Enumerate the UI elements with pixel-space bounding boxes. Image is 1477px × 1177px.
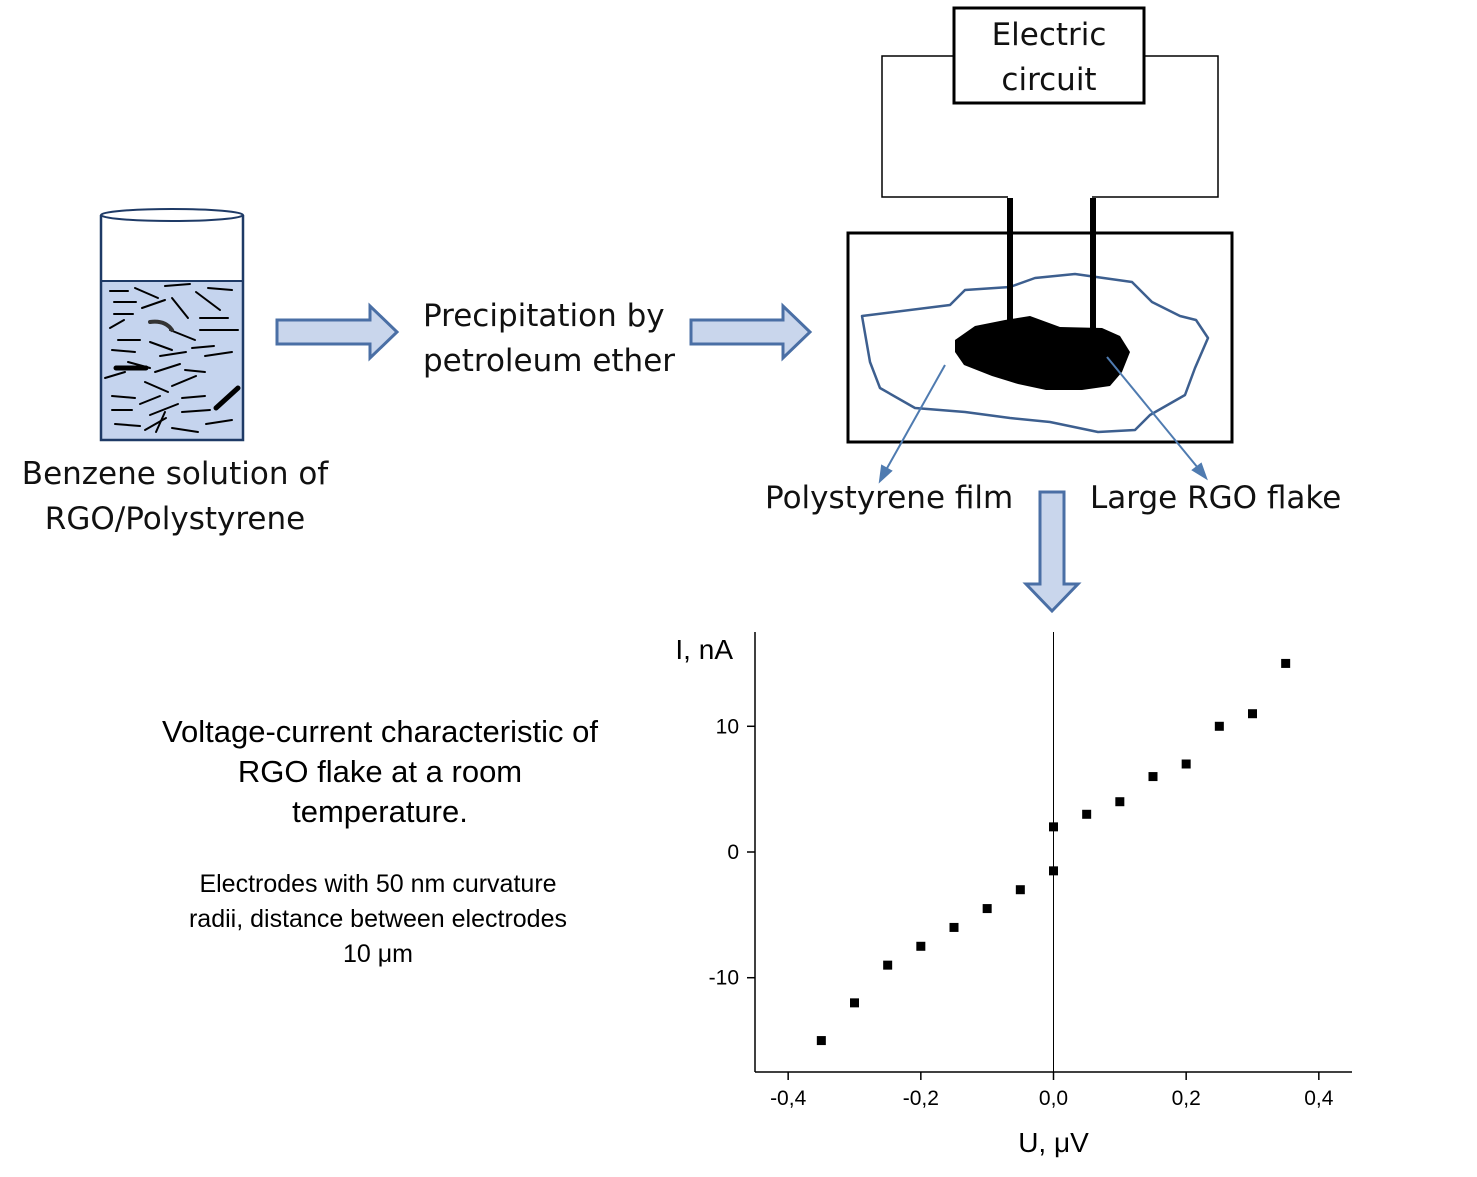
x-tick-label: 0,2 bbox=[1172, 1087, 1201, 1110]
data-point bbox=[883, 960, 893, 970]
y-tick-label: 0 bbox=[727, 841, 739, 864]
chart-axes bbox=[754, 632, 1352, 1073]
data-point bbox=[816, 1036, 826, 1046]
data-point bbox=[982, 904, 992, 914]
process-step-line-2: petroleum ether bbox=[423, 343, 676, 379]
data-point bbox=[916, 941, 926, 951]
electric-circuit-box bbox=[952, 6, 1146, 105]
x-tick-label: 0,4 bbox=[1304, 1087, 1334, 1110]
data-point bbox=[949, 922, 959, 932]
chart-note-line-2: radii, distance between electrodes bbox=[188, 905, 567, 933]
data-point bbox=[850, 998, 859, 1008]
pointer-lines bbox=[878, 356, 1208, 484]
chart-title-line-3: temperature. bbox=[292, 794, 468, 829]
data-point bbox=[1248, 709, 1257, 719]
beaker-caption: Benzene solution of RGO/Polystyrene bbox=[10, 452, 340, 542]
electric-circuit-line-1: Electric bbox=[991, 17, 1107, 53]
arrow-right-2 bbox=[689, 302, 813, 362]
data-point bbox=[1015, 885, 1025, 895]
chart-ticks: -0,4 -0,2 0,0 0,2 0,4 -10 0 10 I, nA U, μV bbox=[675, 634, 1333, 1158]
data-point bbox=[1214, 721, 1224, 731]
beaker bbox=[99, 208, 245, 442]
electrodes bbox=[1007, 198, 1096, 330]
electric-circuit-line-2: circuit bbox=[1001, 62, 1097, 98]
chart-points bbox=[816, 658, 1291, 1046]
x-tick-label: 0,0 bbox=[1039, 1087, 1068, 1110]
data-point bbox=[1181, 759, 1191, 769]
polystyrene-film bbox=[860, 272, 1210, 434]
data-point bbox=[1115, 797, 1125, 807]
arrow-right-1 bbox=[275, 302, 400, 362]
beaker-caption-line-1: Benzene solution of bbox=[21, 456, 329, 492]
data-point bbox=[1049, 866, 1058, 876]
x-axis-label: U, μV bbox=[1018, 1127, 1089, 1158]
data-point bbox=[1281, 658, 1291, 668]
beaker-solution bbox=[101, 281, 243, 440]
beaker-wall bbox=[99, 215, 245, 442]
electric-circuit-label: Electric circuit bbox=[954, 13, 1144, 103]
chart-title-line-2: RGO flake at a room bbox=[237, 754, 523, 789]
y-tick-label: -10 bbox=[709, 967, 739, 990]
chart-title: Voltage-current characteristic of RGO fl… bbox=[120, 712, 640, 832]
rgo-thick-particles bbox=[113, 319, 241, 411]
large-rgo-flake-label: Large RGO flake bbox=[1090, 480, 1342, 516]
beaker-caption-line-2: RGO/Polystyrene bbox=[44, 501, 306, 537]
chart-note-line-1: Electrodes with 50 nm curvature bbox=[199, 870, 557, 898]
process-step-label: Precipitation by petroleum ether bbox=[423, 294, 675, 384]
data-point bbox=[1049, 822, 1058, 832]
arrow-down bbox=[1022, 490, 1082, 614]
data-point bbox=[1082, 809, 1092, 819]
x-tick-label: -0,4 bbox=[770, 1087, 807, 1110]
circuit-wires bbox=[881, 55, 1219, 198]
chart-title-line-1: Voltage-current characteristic of bbox=[162, 714, 598, 749]
y-tick-label: 10 bbox=[716, 715, 739, 738]
y-axis-label: I, nA bbox=[675, 634, 733, 665]
polystyrene-film-label: Polystyrene film bbox=[765, 480, 1014, 516]
chart-note: Electrodes with 50 nm curvature radii, d… bbox=[130, 867, 626, 972]
process-step-line-1: Precipitation by bbox=[423, 298, 665, 334]
x-tick-label: -0,2 bbox=[903, 1087, 939, 1110]
iv-chart: -0,4 -0,2 0,0 0,2 0,4 -10 0 10 I, nA U, μV bbox=[675, 632, 1352, 1158]
chart-note-line-3: 10 μm bbox=[343, 940, 413, 968]
data-point bbox=[1148, 772, 1158, 782]
rgo-particles bbox=[104, 283, 239, 433]
beaker-rim bbox=[100, 208, 244, 222]
rgo-flake bbox=[955, 316, 1130, 390]
